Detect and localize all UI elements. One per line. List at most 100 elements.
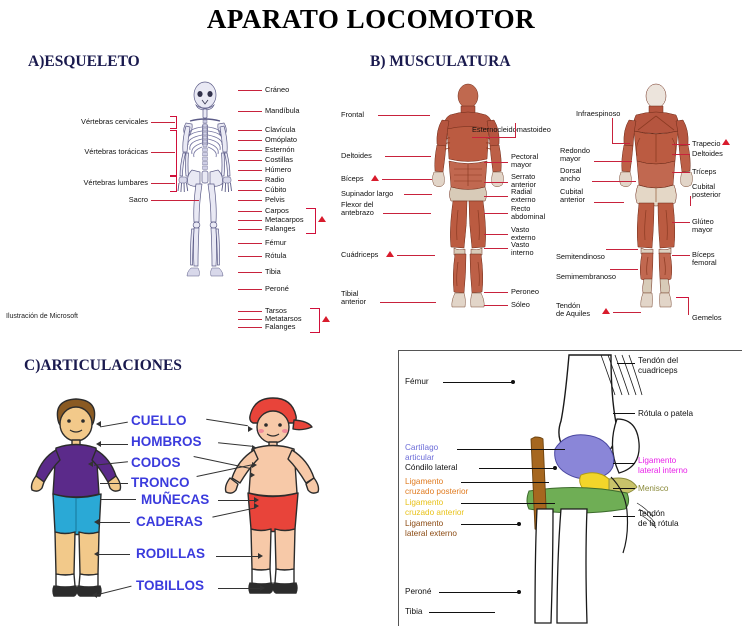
- muscle-back-label-right-4: Glúteo mayor: [692, 217, 714, 235]
- skeleton-label-right-19: Falanges: [265, 322, 296, 331]
- leader-line: [613, 312, 641, 313]
- muscle-front-label-right-3: Radial externo: [511, 187, 536, 205]
- muscle-back-label-left-2: Dorsal ancho: [560, 166, 582, 184]
- knee-label-right-0: Tendón del cuadriceps: [638, 356, 679, 375]
- skeleton-label-right-8: Cúbito: [265, 185, 287, 194]
- skeleton-label-right-16: Peroné: [265, 284, 289, 293]
- leader-line: [98, 522, 130, 524]
- leader-line: [238, 272, 262, 273]
- leader-line: [397, 255, 435, 256]
- leader-line: [484, 234, 508, 235]
- knee-label-left-2: Cóndilo lateral: [405, 463, 458, 472]
- leader-line: [238, 140, 262, 141]
- skeleton-label-right-7: Radio: [265, 175, 285, 184]
- skeleton-label-right-18: Metatarsos: [265, 314, 302, 323]
- joint-label-caderas: CADERAS: [136, 514, 203, 529]
- knee-illustration: [526, 354, 657, 624]
- skeleton-label-left-1: Vértebras torácicas: [84, 147, 148, 156]
- leader-line: [151, 122, 175, 123]
- leader-line: [151, 183, 175, 184]
- muscle-front-label-left-4: Flexor del antebrazo: [341, 200, 374, 218]
- muscle-back-label-left-0: Infraespinoso: [576, 109, 621, 118]
- leader-line: [672, 255, 690, 256]
- leader-line: [613, 488, 635, 489]
- muscle-back-label-right-3: Cubital posterior: [692, 182, 721, 200]
- section-heading-musculatura: B) MUSCULATURA: [370, 53, 511, 70]
- leader-line: [238, 243, 262, 244]
- arrow-icon: [250, 472, 255, 478]
- leader-line: [461, 503, 555, 504]
- muscle-front-label-left-2: Bíceps: [341, 174, 364, 183]
- skeleton-illustration: [177, 81, 232, 277]
- leader-dot: [553, 466, 557, 470]
- bracket-toracicas: [170, 130, 177, 176]
- leader-line: [606, 249, 638, 250]
- muscle-front-label-left-0: Frontal: [341, 110, 365, 119]
- muscle-back-label-left-5: Semimembranoso: [556, 272, 616, 281]
- leader-line: [238, 327, 262, 328]
- leader-line: [594, 161, 632, 162]
- knee-label-right-1: Rótula o patela: [638, 409, 694, 418]
- leader-line: [404, 194, 432, 195]
- muscle-front-label-right-0: Esternocleidomastoideo: [472, 125, 551, 134]
- joint-label-tronco: TRONCO: [131, 475, 190, 490]
- leader-line: [385, 156, 431, 157]
- arrow-icon: [94, 551, 99, 557]
- leader-line: [439, 592, 519, 593]
- leader-line: [98, 554, 130, 556]
- leader-line: [484, 162, 508, 163]
- arrow-icon: [254, 497, 259, 503]
- leader-line: [672, 144, 690, 145]
- leader-line: [484, 196, 508, 197]
- muscle-front-label-left-6: Tibial anterior: [341, 289, 367, 307]
- muscle-back-label-right-5: Bíceps femoral: [692, 250, 717, 268]
- leader-line: [238, 211, 262, 212]
- muscle-back-label-left-4: Semitendinoso: [556, 252, 605, 261]
- leader-line: [484, 248, 508, 249]
- bracket-mano: [306, 208, 316, 234]
- knee-label-right-3: Menisco: [638, 484, 669, 493]
- muscle-back-label-left-6: Tendón de Aquiles: [556, 301, 591, 319]
- leader-line: [617, 363, 635, 364]
- leader-line: [100, 499, 136, 501]
- section-heading-esqueleto: A)ESQUELETO: [28, 53, 140, 70]
- leader-line: [612, 118, 613, 144]
- knee-label-left-3: Ligamento cruzado posterior: [405, 477, 469, 496]
- triangle-marker: [318, 216, 326, 222]
- muscle-figure-back: [619, 83, 693, 308]
- leader-line: [238, 200, 262, 201]
- leader-line: [613, 516, 635, 517]
- leader-line: [443, 382, 513, 383]
- muscle-back-label-left-1: Redondo mayor: [560, 146, 590, 164]
- triangle-marker: [602, 308, 610, 314]
- leader-line: [238, 289, 262, 290]
- leader-line: [380, 302, 436, 303]
- leader-line: [238, 220, 262, 221]
- triangle-marker: [322, 316, 330, 322]
- arrow-icon: [254, 503, 259, 509]
- leader-line: [238, 150, 262, 151]
- leader-line: [216, 556, 258, 558]
- arrow-icon: [96, 441, 101, 447]
- muscle-front-label-right-1: Pectoral mayor: [511, 152, 539, 170]
- knee-label-right-4: Tendón de la rótula: [638, 509, 679, 528]
- child-figure-boy: [30, 398, 122, 597]
- leader-line: [238, 111, 262, 112]
- leader-line: [594, 202, 624, 203]
- joint-label-rodillas: RODILLAS: [136, 546, 205, 561]
- leader-line: [672, 172, 690, 173]
- leader-dot: [517, 590, 521, 594]
- triangle-marker: [371, 175, 379, 181]
- leader-line: [238, 319, 262, 320]
- joint-label-tobillos: TOBILLOS: [136, 578, 205, 593]
- leader-line: [238, 256, 262, 257]
- leader-line: [484, 292, 508, 293]
- skeleton-label-right-12: Falanges: [265, 224, 296, 233]
- skeleton-label-right-2: Clavícula: [265, 125, 296, 134]
- leader-line: [238, 311, 262, 312]
- leader-line: [100, 444, 128, 446]
- skeleton-label-right-4: Esternón: [265, 145, 295, 154]
- arrow-icon: [260, 585, 265, 591]
- muscle-front-label-right-4: Recto abdominal: [511, 204, 546, 222]
- arrow-icon: [92, 592, 97, 598]
